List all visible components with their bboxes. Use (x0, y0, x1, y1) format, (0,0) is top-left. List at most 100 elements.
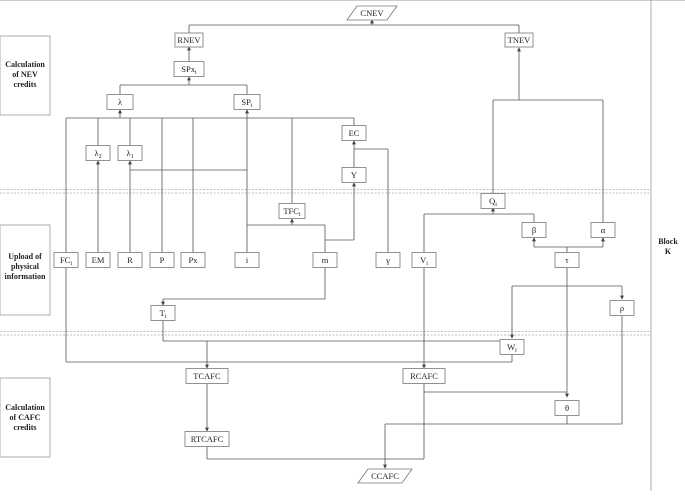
node-label-main: Px (189, 255, 199, 265)
node-tcafc[interactable]: TCAFC (185, 368, 229, 384)
node-label-main: FC (60, 255, 71, 265)
node-label: λ (118, 97, 123, 107)
node-label: Wi (507, 342, 517, 354)
node-label-main: V (420, 255, 427, 265)
section-label-nev: Calculation of NEV credits (0, 35, 51, 116)
node-label: RCAFC (410, 371, 438, 381)
node-beta[interactable]: β (521, 222, 547, 238)
node-box (312, 252, 338, 268)
node-box (504, 32, 534, 48)
node-box (590, 222, 616, 238)
node-box (554, 400, 580, 416)
node-label-main: RTCAFC (191, 434, 224, 444)
node-fci[interactable]: FCi (53, 252, 79, 268)
node-label-main: θ (565, 403, 569, 413)
node-label-subscript: i (165, 314, 167, 320)
node-label: β (532, 225, 536, 235)
node-label: ρ (620, 303, 624, 313)
node-qi[interactable]: Qi (480, 193, 506, 209)
node-box (53, 252, 79, 268)
node-label: τ (565, 255, 569, 265)
node-i[interactable]: i (234, 252, 260, 268)
node-box (233, 94, 261, 110)
node-label-main: τ (565, 255, 569, 265)
node-lambda1[interactable]: λ1 (117, 145, 143, 161)
node-label: m (322, 255, 329, 265)
section-label-cafc: Calculation of CAFC credits (0, 377, 51, 458)
node-vi[interactable]: Vi (411, 252, 437, 268)
node-gamma[interactable]: γ (375, 252, 401, 268)
node-label-main: β (532, 225, 536, 235)
node-label: Px (189, 255, 199, 265)
node-y[interactable]: Y (341, 167, 367, 183)
node-label-main: RCAFC (410, 371, 438, 381)
node-label-main: W (507, 342, 515, 352)
node-label-main: Q (489, 196, 495, 206)
node-label-main: ρ (620, 303, 624, 313)
node-label-main: Y (351, 170, 357, 180)
node-lambda2[interactable]: λ2 (85, 145, 111, 161)
node-label: P (160, 255, 165, 265)
node-wi[interactable]: Wi (499, 339, 525, 355)
node-box (85, 252, 111, 268)
node-box (180, 252, 206, 268)
node-tau[interactable]: τ (554, 252, 580, 268)
node-box (375, 252, 401, 268)
node-box (106, 94, 134, 110)
svg-text:of NEV: of NEV (12, 70, 38, 79)
connector-lines (65, 19, 624, 469)
node-p[interactable]: P (149, 252, 175, 268)
svg-text:Calculation: Calculation (5, 60, 45, 69)
node-label-main: m (322, 255, 329, 265)
node-lambda[interactable]: λ (106, 94, 134, 110)
svg-text:credits: credits (14, 423, 37, 432)
node-label-main: α (601, 225, 606, 235)
node-theta[interactable]: θ (554, 400, 580, 416)
node-label-main: TNEV (508, 35, 532, 45)
svg-text:information: information (5, 272, 46, 281)
node-label: CNEV (360, 8, 384, 18)
node-r[interactable]: R (117, 252, 143, 268)
node-label: TNEV (508, 35, 532, 45)
node-label-main: λ (118, 97, 123, 107)
node-label-main: i (246, 255, 249, 265)
node-label-main: TCAFC (193, 371, 221, 381)
node-ti[interactable]: Ti (150, 305, 176, 321)
node-cnev[interactable]: CNEV (346, 5, 398, 21)
node-label: RTCAFC (191, 434, 224, 444)
node-rho[interactable]: ρ (609, 300, 635, 316)
node-label-subscript: i (251, 103, 253, 109)
svg-text:K: K (665, 247, 672, 256)
node-label: λ2 (94, 148, 101, 160)
node-label: R (127, 255, 133, 265)
node-label-main: T (160, 308, 166, 318)
svg-text:credits: credits (14, 80, 37, 89)
node-label: EC (349, 128, 360, 138)
node-spi[interactable]: SPi (233, 94, 261, 110)
node-px[interactable]: Px (180, 252, 206, 268)
node-box (341, 125, 367, 141)
node-label: SPi (241, 97, 252, 109)
node-ccafc[interactable]: CCAFC (357, 468, 413, 484)
node-label: FCi (60, 255, 72, 267)
node-label: λ1 (126, 148, 133, 160)
node-box (150, 305, 176, 321)
node-tnev[interactable]: TNEV (504, 32, 534, 48)
node-m[interactable]: m (312, 252, 338, 268)
node-label-main: EC (349, 128, 360, 138)
node-box (609, 300, 635, 316)
node-label-main: P (160, 255, 165, 265)
node-rtcafc[interactable]: RTCAFC (184, 431, 230, 447)
node-spxi[interactable]: SPxi (173, 61, 205, 77)
node-tfci[interactable]: TFCi (278, 203, 306, 219)
node-alpha[interactable]: α (590, 222, 616, 238)
node-box (554, 252, 580, 268)
node-rnev[interactable]: RNEV (174, 32, 204, 48)
block-label: Block K (658, 237, 678, 256)
node-label-main: λ (94, 148, 99, 158)
node-rcafc[interactable]: RCAFC (402, 368, 446, 384)
node-ec[interactable]: EC (341, 125, 367, 141)
node-em[interactable]: EM (85, 252, 111, 268)
node-label: α (601, 225, 606, 235)
